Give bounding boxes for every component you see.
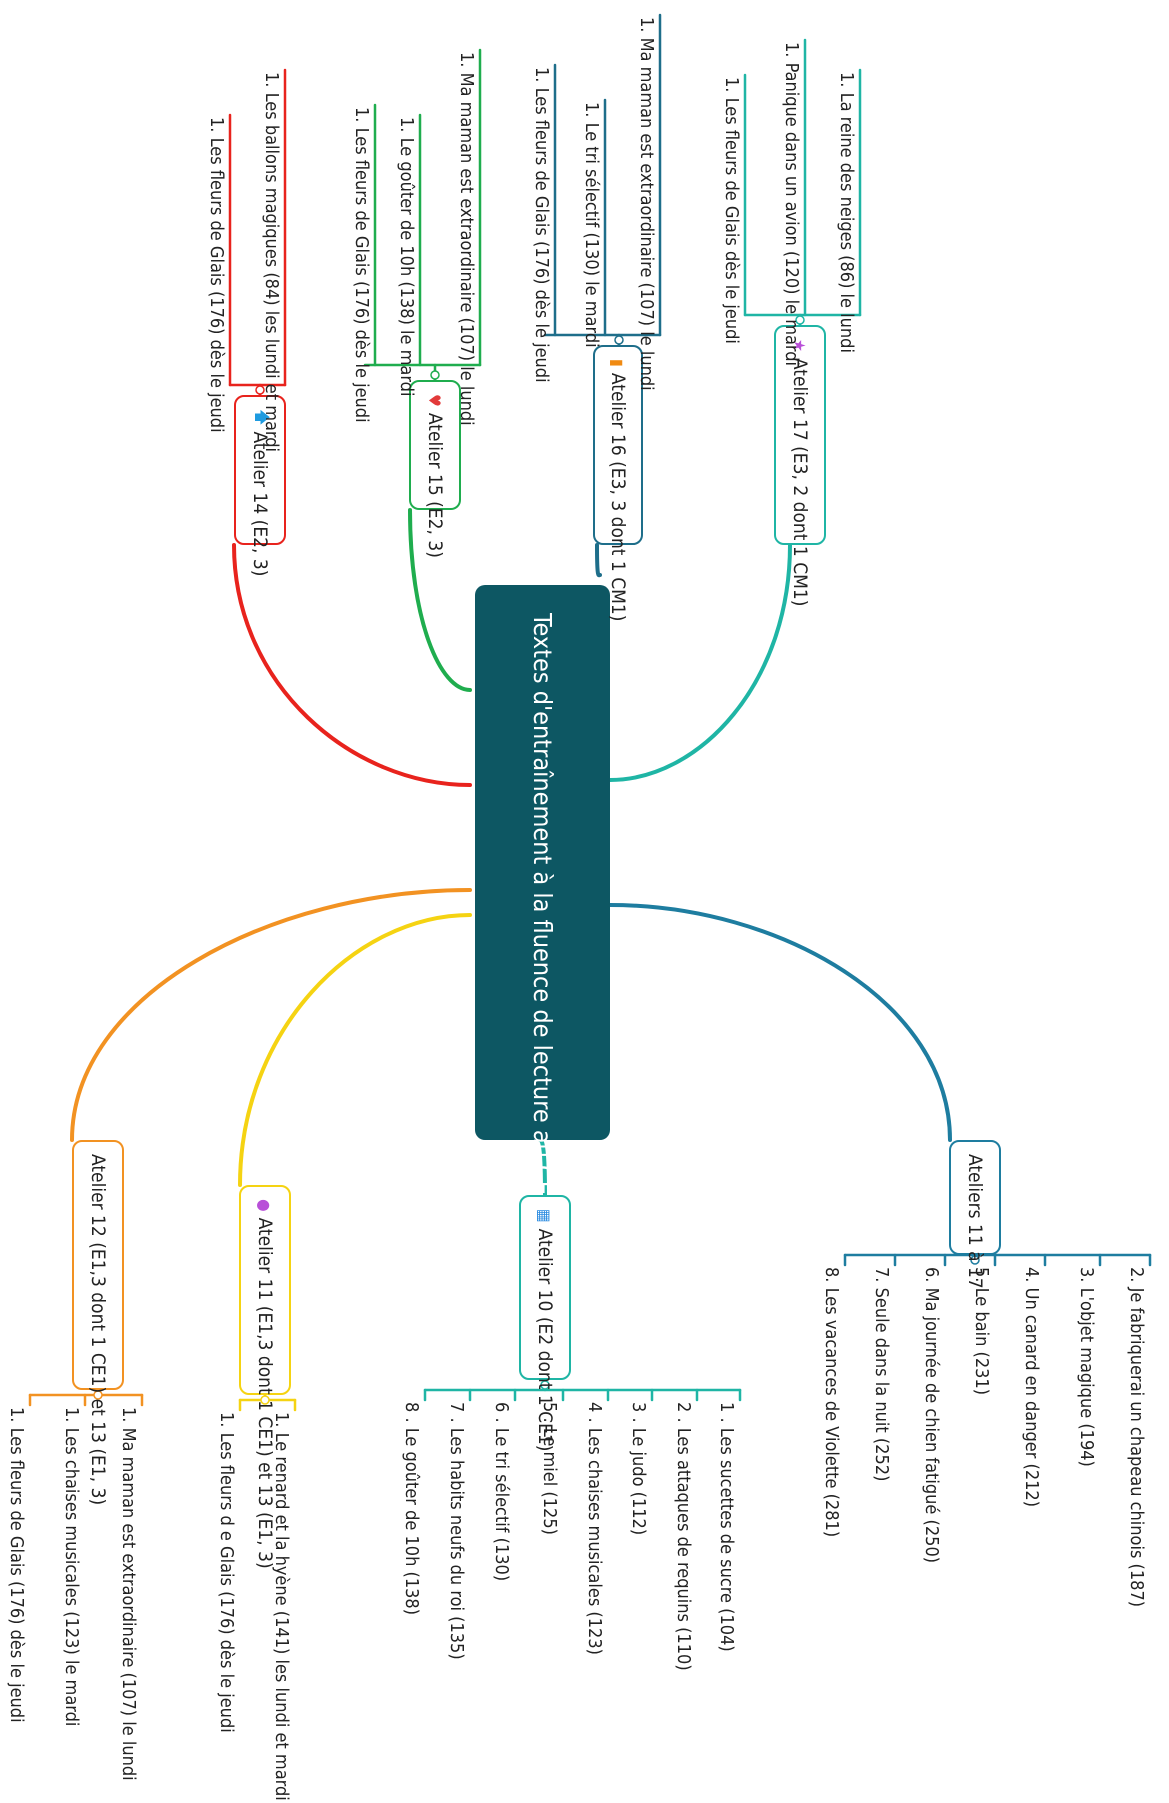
brush-icon: ● <box>255 1199 275 1212</box>
leaf-item[interactable]: 1. Les fleurs de Glais (176) dès le jeud… <box>351 107 372 423</box>
leaf-item[interactable]: 1. Le renard et la hyène (141) les lundi… <box>271 1412 292 1801</box>
heart-icon: ♥ <box>425 394 445 407</box>
topic-node-a10[interactable]: ▦Atelier 10 (E2 dont 1 CE1) <box>519 1195 571 1451</box>
leaf-item[interactable]: 6. Ma journée de chien fatigué (250) <box>921 1267 942 1564</box>
leaf-item[interactable]: 1. Les fleurs de Glais (176) dès le jeud… <box>206 117 227 433</box>
topic-label: Atelier 15 (E2, 3) <box>424 412 446 558</box>
leaf-item[interactable]: 1. Les chaises musicales (123) le mardi <box>61 1407 82 1727</box>
leaf-item[interactable]: 3. L'objet magique (194) <box>1076 1267 1097 1467</box>
leaf-item[interactable]: 3 . Le judo (112) <box>628 1402 649 1536</box>
leaf-item[interactable]: 1. Le tri sélectif (130) le mardi <box>581 102 602 348</box>
root-title: Textes d'entraînement à la fluence de le… <box>528 613 557 1210</box>
leaf-item[interactable]: 1. Les fleurs de Glais (176) dès le jeud… <box>6 1407 27 1723</box>
collapse-toggle[interactable] <box>430 370 440 380</box>
branch-connector <box>608 543 792 782</box>
collapse-toggle[interactable] <box>614 335 624 345</box>
topic-label: Atelier 12 (E1,3 dont 1 CE1) et 13 (E1, … <box>87 1154 109 1506</box>
leaf-item[interactable]: 7. Seule dans la nuit (252) <box>871 1267 892 1482</box>
leaf-item[interactable]: 1. Panique dans un avion (120) le mardi <box>781 42 802 367</box>
branch-connector <box>595 543 602 578</box>
leaf-item[interactable]: 8. Les vacances de Violette (281) <box>821 1267 842 1538</box>
collapse-toggle[interactable] <box>970 1255 980 1265</box>
leaf-item[interactable]: 1. La reine des neiges (86) le lundi <box>836 72 857 353</box>
collapse-toggle[interactable] <box>255 385 265 395</box>
leaf-item[interactable]: 1. Les ballons magiques (84) les lundi e… <box>261 72 282 453</box>
branch-connector <box>238 913 472 1187</box>
topic-node-a12[interactable]: Atelier 12 (E1,3 dont 1 CE1) et 13 (E1, … <box>72 1140 124 1505</box>
leaf-item[interactable]: 2 . Les attaques de requins (110) <box>673 1402 694 1671</box>
leaf-item[interactable]: 5 . Le miel (125) <box>539 1402 560 1535</box>
topic-node-a11[interactable]: ●Atelier 11 (E1,3 dont 1 CE1) et 13 (E1,… <box>239 1185 291 1569</box>
leaf-item[interactable]: 1. Les fleurs d e Glais (176) dès le jeu… <box>216 1412 237 1733</box>
leaf-item[interactable]: 4 . Les chaises musicales (123) <box>584 1402 605 1655</box>
collapse-toggle[interactable] <box>260 1395 270 1405</box>
leaf-item[interactable]: 8 . Le goûter de 10h (138) <box>401 1402 422 1616</box>
collapse-toggle[interactable] <box>93 1390 103 1400</box>
leaf-item[interactable]: 1. Ma maman est extraordinaire (107) le … <box>118 1407 139 1781</box>
leaf-item[interactable]: 2. Je fabriquerai un chapeau chinois (18… <box>1126 1267 1147 1608</box>
leaf-item[interactable]: 7 . Les habits neufs du roi (135) <box>446 1402 467 1660</box>
root-node[interactable]: Textes d'entraînement à la fluence de le… <box>475 585 610 1209</box>
collapse-toggle[interactable] <box>540 1380 550 1390</box>
leaf-item[interactable]: 1. Ma maman est extraordinaire (107) le … <box>636 17 657 391</box>
topic-label: Atelier 16 (E3, 3 dont 1 CM1) <box>607 372 629 622</box>
branch-connector <box>408 508 472 692</box>
topic-label: Atelier 17 (E3, 2 dont 1 CM1) <box>789 357 811 607</box>
leaf-item[interactable]: 1. Les fleurs de Glais dès le jeudi <box>721 77 742 344</box>
calendar-icon: ▦ <box>535 1209 555 1223</box>
leaf-item[interactable]: 5. Le bain (231) <box>971 1267 992 1396</box>
leaf-item[interactable]: 1. Le goûter de 10h (138) le mardi <box>396 117 417 397</box>
leaf-item[interactable]: 4. Un canard en danger (212) <box>1021 1267 1042 1508</box>
branch-connector <box>70 888 472 1142</box>
branch-connector <box>232 543 472 787</box>
leaf-item[interactable]: 1. Les fleurs de Glais (176) dès le jeud… <box>531 67 552 383</box>
collapse-toggle[interactable] <box>795 315 805 325</box>
leaf-item[interactable]: 1. Ma maman est extraordinaire (107) le … <box>456 52 477 426</box>
bucket-icon: ▮ <box>608 359 628 367</box>
topic-node-a11b[interactable]: Ateliers 11 à 17 <box>949 1140 1001 1289</box>
leaf-item[interactable]: 1 . Les sucettes de sucre (104) <box>716 1402 737 1652</box>
branch-connector <box>538 1138 547 1197</box>
branch-connector <box>608 903 952 1142</box>
leaf-item[interactable]: 6 . Le tri sélectif (130) <box>491 1402 512 1582</box>
